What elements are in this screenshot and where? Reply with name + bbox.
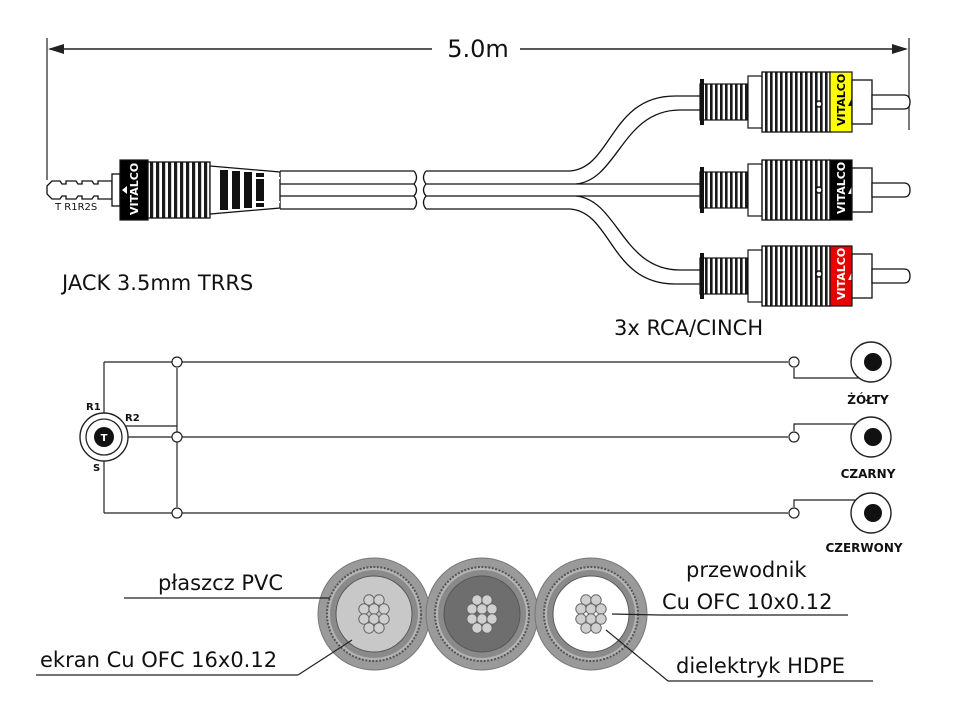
jacket-label: płaszcz PVC xyxy=(158,571,283,595)
jack-pin-labels: T R1R2S xyxy=(54,202,97,213)
conductor-strand xyxy=(481,622,493,634)
conductor-strand xyxy=(585,603,597,615)
dimension-arrow-right-icon xyxy=(892,44,908,54)
conductor-strand xyxy=(486,603,498,615)
pin-r1-label: R1 xyxy=(86,402,101,413)
conductor-strand xyxy=(590,594,602,606)
pin-s-label: S xyxy=(93,463,100,474)
output-label-black: CZARNY xyxy=(841,467,896,481)
conductor-strand xyxy=(580,622,592,634)
cross-sections xyxy=(317,557,648,671)
leader-lines xyxy=(36,597,873,682)
rca-connector-yellow: VITALCO xyxy=(699,71,911,133)
conductor-strand xyxy=(363,622,375,634)
conductor-label-line1: przewodnik xyxy=(686,558,807,582)
jack-pin xyxy=(46,180,113,200)
conductor-strand xyxy=(481,594,493,606)
dielectric-label: dielektryk HDPE xyxy=(676,654,845,678)
dimension-arrow-left-icon xyxy=(48,44,64,54)
conductor-strand xyxy=(590,622,602,634)
rca-brand-label: VITALCO xyxy=(835,248,848,300)
conductor-strand xyxy=(476,603,488,615)
dimension-line: 5.0m xyxy=(46,35,910,180)
jack-brand-label: VITALCO xyxy=(128,163,141,215)
conductor-strand xyxy=(373,594,385,606)
conductor-strand xyxy=(595,603,607,615)
jack-plug: VITALCO xyxy=(46,159,281,221)
cable-cross-section xyxy=(317,557,431,671)
conductor-strand xyxy=(595,613,607,625)
conductor-strand xyxy=(471,622,483,634)
shield-label: ekran Cu OFC 16x0.12 xyxy=(40,648,277,672)
output-label-yellow: ŻÓŁTY xyxy=(847,392,889,407)
conductor-strand xyxy=(466,603,478,615)
conductor-strand xyxy=(378,613,390,625)
output-label-red: CZERWONY xyxy=(825,541,902,555)
conductor-strand xyxy=(358,603,370,615)
cable-left xyxy=(280,170,427,210)
junction-nodes xyxy=(171,356,800,519)
pin-r2-label: R2 xyxy=(125,413,140,424)
rca-brand-label: VITALCO xyxy=(835,162,848,214)
cable-cross-section xyxy=(425,557,539,671)
cable-right xyxy=(426,95,700,285)
rca-connector-red: VITALCO xyxy=(699,245,911,307)
pin-t-label: T xyxy=(101,433,108,444)
wiring-schematic xyxy=(103,361,862,514)
rca-type-label: 3x RCA/CINCH xyxy=(614,316,763,340)
conductor-strand xyxy=(378,603,390,615)
conductor-strand xyxy=(486,613,498,625)
rca-socket-symbols xyxy=(850,341,892,534)
rca-brand-label: VITALCO xyxy=(835,74,848,126)
conductor-strand xyxy=(575,603,587,615)
conductor-strand xyxy=(373,622,385,634)
dimension-label: 5.0m xyxy=(447,35,509,63)
jack-socket-symbol: T xyxy=(79,412,129,462)
rca-connector-black: VITALCO xyxy=(699,159,911,221)
jack-grip xyxy=(147,161,211,219)
jack-type-label: JACK 3.5mm TRRS xyxy=(60,271,253,295)
conductor-strand xyxy=(368,603,380,615)
conductor-label-line2: Cu OFC 10x0.12 xyxy=(662,590,833,614)
